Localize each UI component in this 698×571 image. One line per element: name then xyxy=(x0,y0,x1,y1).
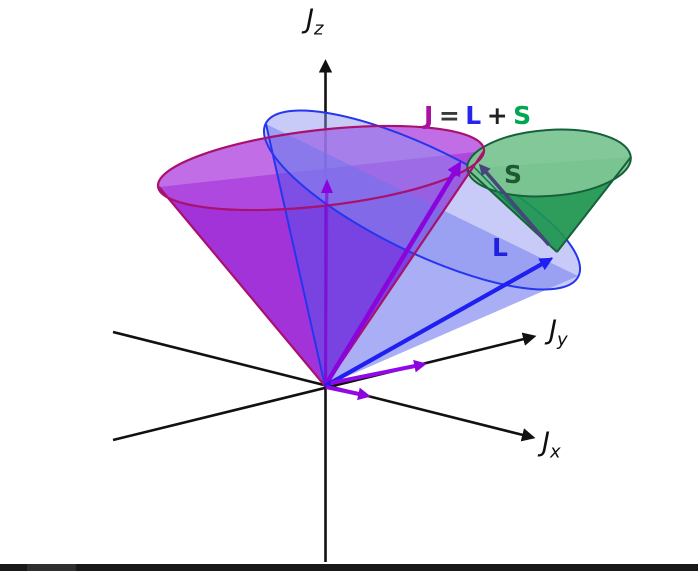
l-cone-left-edge xyxy=(265,123,326,387)
j-cone-face xyxy=(157,125,485,211)
axis-label-jx: Jx xyxy=(542,427,561,463)
precession-arrow-x xyxy=(325,385,371,401)
l-vector-arrow xyxy=(323,257,554,388)
equation-j-equals-l-plus-s: J=L+S xyxy=(424,101,537,130)
bottom-edge-segment xyxy=(27,564,76,571)
jz-projection-arrow-shaft xyxy=(323,189,329,385)
j-cone-right-edge xyxy=(324,150,485,387)
precession-arrow-y xyxy=(330,359,427,385)
axis-label-jz: Jz xyxy=(306,4,324,40)
bottom-window-edge xyxy=(0,564,698,571)
x-axis xyxy=(112,330,536,442)
jz-projection-arrowhead xyxy=(321,179,333,193)
y-axis xyxy=(112,332,537,442)
equation-j: J xyxy=(424,101,434,130)
spin-vector-label: S xyxy=(504,160,523,189)
s-cone-face xyxy=(467,129,631,197)
vectors xyxy=(321,161,554,401)
s-vector-arrow xyxy=(478,163,551,247)
j-cone-left-edge xyxy=(158,186,326,387)
axis-label-jy: Jy xyxy=(549,315,568,351)
orbital-vector-label: L xyxy=(492,233,508,262)
equation-s: S xyxy=(513,101,532,130)
equation-equals: = xyxy=(438,101,461,130)
l-cone-face xyxy=(263,110,581,290)
s-cone-right-edge xyxy=(556,156,632,253)
equation-l: L xyxy=(465,101,482,130)
l-cone-rim xyxy=(262,109,582,291)
equation-plus: + xyxy=(486,101,509,130)
j-vector-arrow xyxy=(323,161,462,388)
l-cone-body xyxy=(266,124,578,386)
